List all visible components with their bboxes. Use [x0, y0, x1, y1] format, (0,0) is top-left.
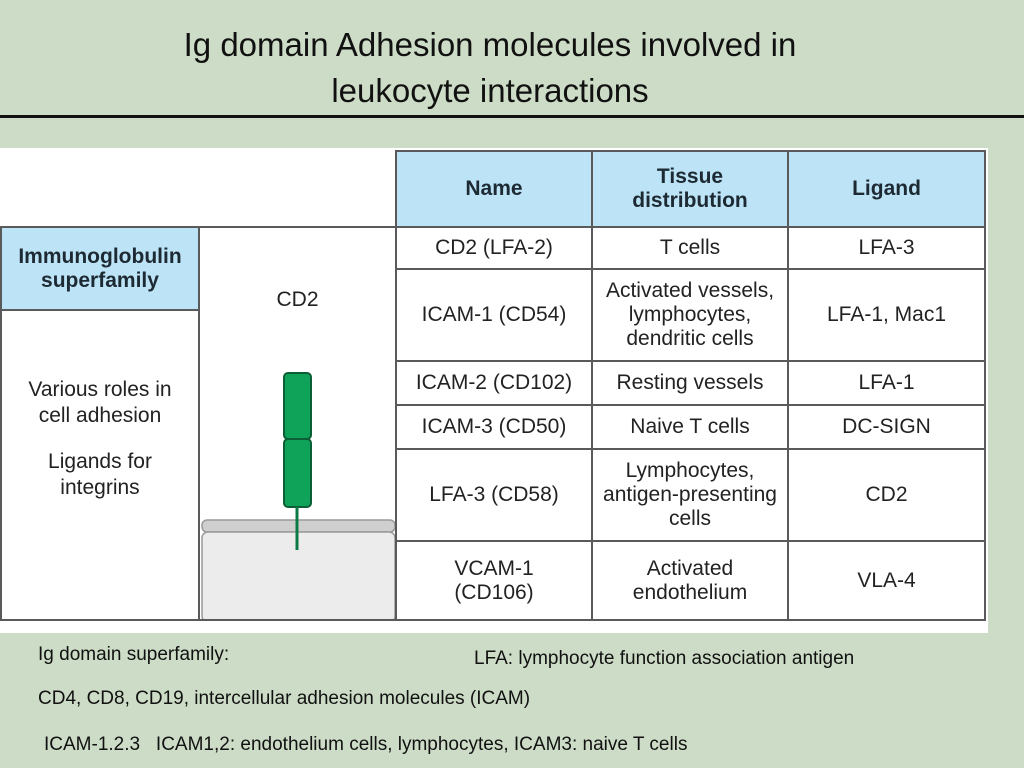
adhesion-molecule-figure: Immunoglobulin superfamily Various roles… [0, 148, 988, 633]
roles-line-1: Various roles in [28, 378, 172, 401]
table-cell-name: ICAM-2 (CD102) [395, 360, 593, 406]
table-cell-name: CD2 (LFA-2) [395, 226, 593, 270]
title-divider [0, 115, 1024, 118]
header-tissue-distribution: Tissue distribution [591, 150, 789, 228]
title-line-1: Ig domain Adhesion molecules involved in [183, 26, 797, 63]
table-cell-ligand: CD2 [787, 448, 986, 542]
table-cell-ligand: LFA-3 [787, 226, 986, 270]
table-cell-ligand: LFA-1 [787, 360, 986, 406]
ig-domain-lower [283, 438, 312, 508]
table-cell-tissue: Activated endothelium [591, 540, 789, 621]
table-cell-name: ICAM-1 (CD54) [395, 268, 593, 362]
family-label-line-1: Immunoglobulin [18, 244, 182, 268]
table-cell-tissue: Lymphocytes, antigen-presenting cells [591, 448, 789, 542]
ig-domain-upper [283, 372, 312, 440]
title-line-2: leukocyte interactions [331, 72, 649, 109]
table-cell-tissue: T cells [591, 226, 789, 270]
roles-line-4: integrins [60, 476, 140, 499]
table-cell-ligand: LFA-1, Mac1 [787, 268, 986, 362]
icam-note: ICAM-1.2.3 ICAM1,2: endothelium cells, l… [44, 734, 688, 755]
table-cell-name: VCAM-1 (CD106) [395, 540, 593, 621]
table-cell-ligand: DC-SIGN [787, 404, 986, 450]
cd2-molecule-diagram [201, 372, 395, 619]
table-cell-tissue: Activated vessels, lymphocytes, dendriti… [591, 268, 789, 362]
roles-panel: Various roles in cell adhesion Ligands f… [0, 309, 200, 621]
header-name: Name [395, 150, 593, 228]
roles-line-2: cell adhesion [38, 404, 162, 427]
table-cell-ligand: VLA-4 [787, 540, 986, 621]
table-cell-name: ICAM-3 (CD50) [395, 404, 593, 450]
molecule-panel: CD2 [198, 226, 397, 621]
molecule-label: CD2 [276, 288, 319, 311]
table-cell-tissue: Resting vessels [591, 360, 789, 406]
roles-line-3: Ligands for [48, 450, 152, 473]
family-label: Immunoglobulin superfamily [0, 226, 200, 311]
slide-title: Ig domain Adhesion molecules involved in… [40, 22, 940, 114]
members-note: CD4, CD8, CD19, intercellular adhesion m… [38, 688, 531, 709]
table-cell-tissue: Naive T cells [591, 404, 789, 450]
ig-superfamily-note: Ig domain superfamily: [38, 644, 230, 665]
family-label-line-2: superfamily [41, 268, 159, 292]
table-cell-name: LFA-3 (CD58) [395, 448, 593, 542]
lfa-definition-note: LFA: lymphocyte function association ant… [474, 648, 855, 669]
header-ligand: Ligand [787, 150, 986, 228]
